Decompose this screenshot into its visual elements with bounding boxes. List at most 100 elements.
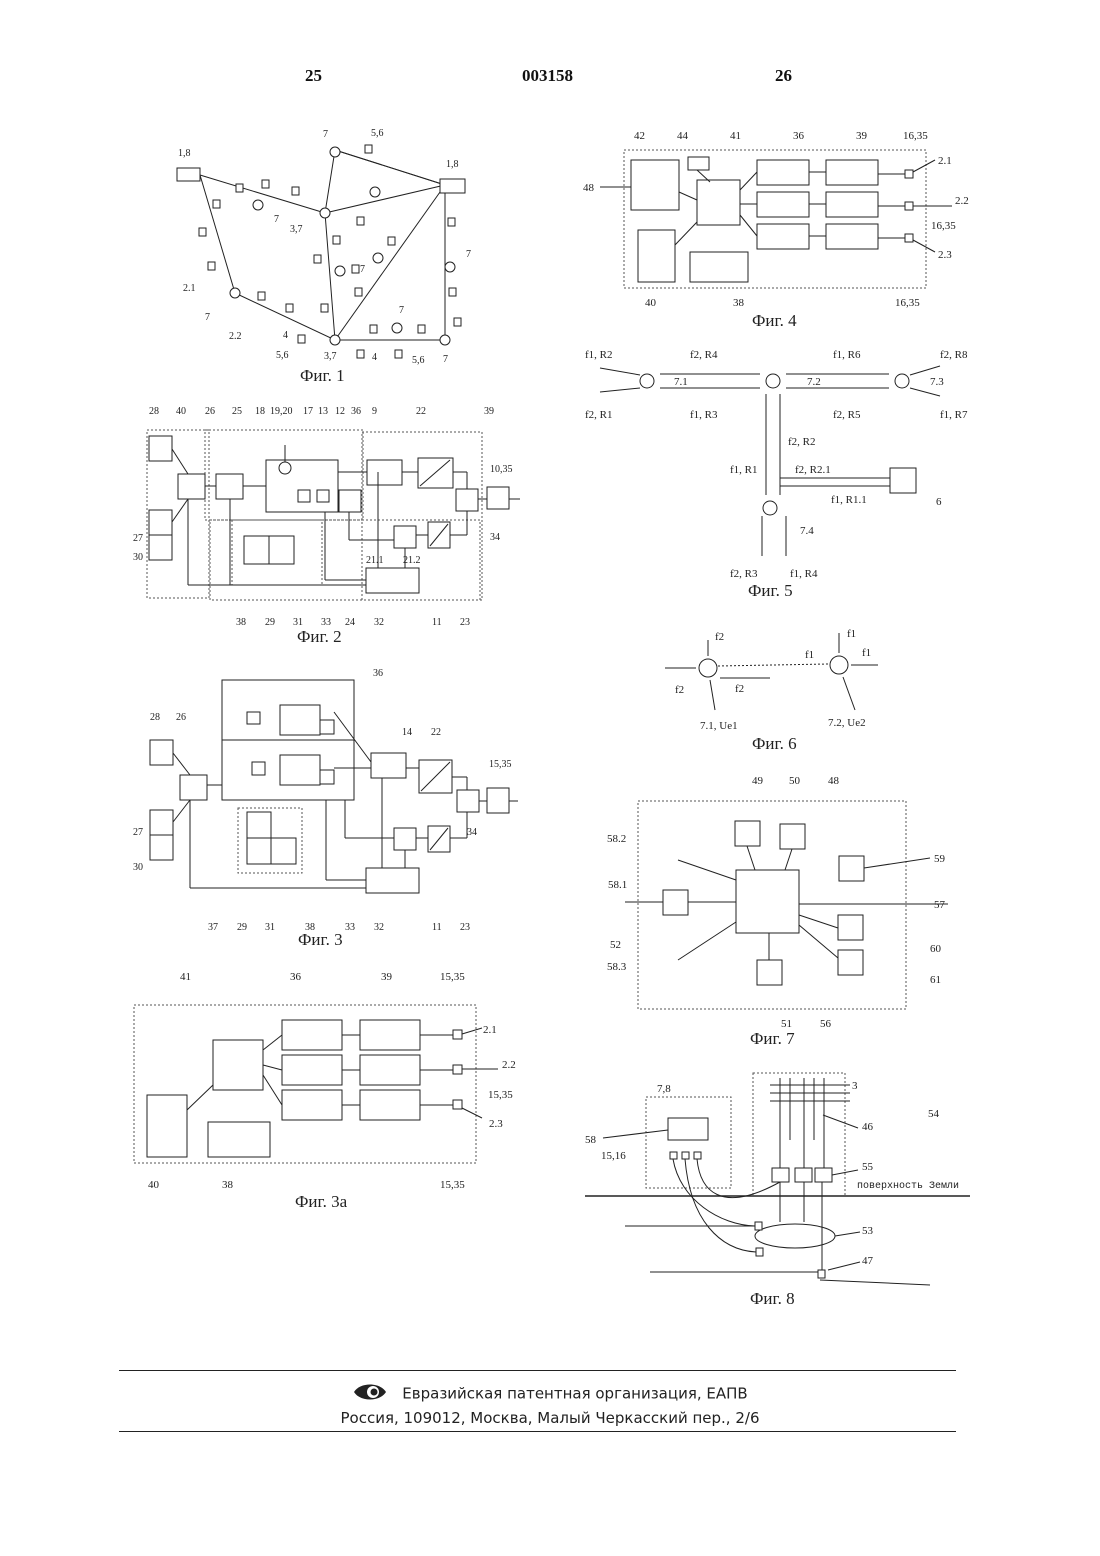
fig2-label-l29: 29 — [265, 617, 275, 628]
fig3a-label-l1535b: 15,35 — [488, 1089, 513, 1101]
footer-bottom-rule — [119, 1431, 956, 1432]
fig3-label-l14: 14 — [402, 727, 412, 738]
fig3a-label-l1535c: 15,35 — [440, 1179, 465, 1191]
fig5-label-f2r3: f2, R3 — [730, 568, 758, 580]
fig8-label-l58: 58 — [585, 1134, 597, 1146]
fig8-label-l47: 47 — [862, 1255, 874, 1267]
fig7-label-l61: 61 — [930, 974, 941, 986]
fig3-caption: Фиг. 3 — [298, 930, 343, 949]
fig4-label-l36: 36 — [793, 130, 805, 142]
fig1-label-n18a: 1,8 — [178, 148, 191, 159]
fig4-label-l22: 2.2 — [955, 195, 969, 207]
fig4-label-l1635c: 16,35 — [895, 297, 920, 309]
fig3-label-l28: 28 — [150, 712, 160, 723]
fig8-caption: Фиг. 8 — [750, 1289, 795, 1308]
fig5-label-n6: 6 — [936, 496, 942, 508]
fig1-label-n4a: 4 — [283, 330, 288, 341]
figure-1: 1,8 1,8 7 5,6 3,7 7 7 2.1 7 2.2 4 5,6 3,… — [177, 128, 471, 385]
fig3a-label-l38: 38 — [222, 1179, 234, 1191]
fig5-label-n72: 7.2 — [807, 376, 821, 388]
figure-3a: 41 36 39 15,35 2.1 2.2 15,35 2.3 40 38 1… — [134, 971, 516, 1211]
fig3a-label-l21: 2.1 — [483, 1024, 497, 1036]
fig3a-label-l40: 40 — [148, 1179, 160, 1191]
fig4-label-l38: 38 — [733, 297, 745, 309]
fig4-caption: Фиг. 4 — [752, 311, 797, 330]
fig3-label-l36: 36 — [373, 668, 383, 679]
fig5-label-f2r2: f2, R2 — [788, 436, 816, 448]
fig5-label-f1r3: f1, R3 — [690, 409, 718, 421]
fig4-label-l40: 40 — [645, 297, 657, 309]
fig3a-caption: Фиг. 3а — [295, 1192, 348, 1211]
fig1-label-n7g: 7 — [466, 249, 471, 260]
fig5-label-f1r1: f1, R1 — [730, 464, 758, 476]
fig3-label-l11: 11 — [432, 922, 442, 933]
fig5-label-f1r4: f1, R4 — [790, 568, 818, 580]
fig3-label-l34: 34 — [467, 827, 477, 838]
fig5-label-f2r21: f2, R2.1 — [795, 464, 831, 476]
figure-3: 36 28 26 14 22 15,35 27 30 34 37 29 31 3… — [133, 668, 518, 949]
fig3-label-l31: 31 — [265, 922, 275, 933]
fig4-label-l21: 2.1 — [938, 155, 952, 167]
fig5-label-f1r7: f1, R7 — [940, 409, 968, 421]
fig2-caption: Фиг. 2 — [297, 627, 342, 646]
fig2-label-l28: 28 — [149, 406, 159, 417]
fig2-label-l1920: 19,20 — [270, 406, 293, 417]
fig2-label-l27: 27 — [133, 533, 143, 544]
fig5-label-f2r4: f2, R4 — [690, 349, 718, 361]
fig1-label-n7f: 7 — [443, 354, 448, 365]
fig3a-label-l41: 41 — [180, 971, 191, 983]
fig8-label-l46: 46 — [862, 1121, 874, 1133]
fig1-label-n7b: 7 — [274, 214, 279, 225]
fig3-label-l33: 33 — [345, 922, 355, 933]
fig6-label-ue2: 7.2, Ue2 — [828, 717, 866, 729]
fig2-label-l212: 21.2 — [403, 555, 421, 566]
fig3-label-l37: 37 — [208, 922, 218, 933]
fig2-label-l24: 24 — [345, 617, 355, 628]
fig6-label-f1b: f1 — [805, 649, 814, 661]
fig2-label-l13: 13 — [318, 406, 328, 417]
fig5-label-f1r6: f1, R6 — [833, 349, 861, 361]
fig2-label-l23: 23 — [460, 617, 470, 628]
fig2-label-l39: 39 — [484, 406, 494, 417]
fig6-label-f1a: f1 — [847, 628, 856, 640]
fig1-label-n56a: 5,6 — [371, 128, 384, 139]
fig7-caption: Фиг. 7 — [750, 1029, 795, 1048]
fig7-label-l582: 58.2 — [607, 833, 626, 845]
fig2-label-l38: 38 — [236, 617, 246, 628]
fig8-label-l78: 7,8 — [657, 1083, 671, 1095]
fig2-label-l36: 36 — [351, 406, 361, 417]
fig2-label-l32: 32 — [374, 617, 384, 628]
fig4-label-l1635: 16,35 — [903, 130, 928, 142]
fig3a-label-l22: 2.2 — [502, 1059, 516, 1071]
fig3-label-l22: 22 — [431, 727, 441, 738]
fig7-label-l59: 59 — [934, 853, 946, 865]
figure-6: f2 f1 f1 f1 f2 f2 7.1, Ue1 7.2, Ue2 Фиг.… — [665, 628, 878, 753]
fig8-label-l3: 3 — [852, 1080, 858, 1092]
fig3-label-l30: 30 — [133, 862, 143, 873]
fig8-label-l55: 55 — [862, 1161, 874, 1173]
fig2-label-l22: 22 — [416, 406, 426, 417]
fig7-label-l50: 50 — [789, 775, 801, 787]
fig5-label-f2r5: f2, R5 — [833, 409, 861, 421]
eapo-logo-icon — [352, 1381, 388, 1407]
fig6-label-f2c: f2 — [735, 683, 744, 695]
fig6-label-f2b: f2 — [675, 684, 684, 696]
fig3a-label-l23: 2.3 — [489, 1118, 503, 1130]
fig5-label-n74: 7.4 — [800, 525, 814, 537]
fig3a-label-l1535: 15,35 — [440, 971, 465, 983]
fig2-label-l1035: 10,35 — [490, 464, 513, 475]
fig5-label-f1r11: f1, R1.1 — [831, 494, 867, 506]
fig7-label-l60: 60 — [930, 943, 942, 955]
fig5-label-f2r8: f2, R8 — [940, 349, 968, 361]
footer-organization: Евразийская патентная организация, ЕАПВ — [0, 1381, 1100, 1407]
fig8-label-surface: поверхность Земли — [857, 1181, 959, 1192]
fig1-label-n21: 2.1 — [183, 283, 196, 294]
fig1-label-n7c: 7 — [360, 264, 365, 275]
fig2-label-l17: 17 — [303, 406, 313, 417]
figure-5: f1, R2 f2, R4 f1, R6 f2, R8 7.1 7.2 7.3 … — [585, 349, 968, 600]
fig3a-label-l36: 36 — [290, 971, 302, 983]
fig1-label-n7a: 7 — [323, 129, 328, 140]
fig8-label-l53: 53 — [862, 1225, 874, 1237]
fig3a-label-l39: 39 — [381, 971, 393, 983]
